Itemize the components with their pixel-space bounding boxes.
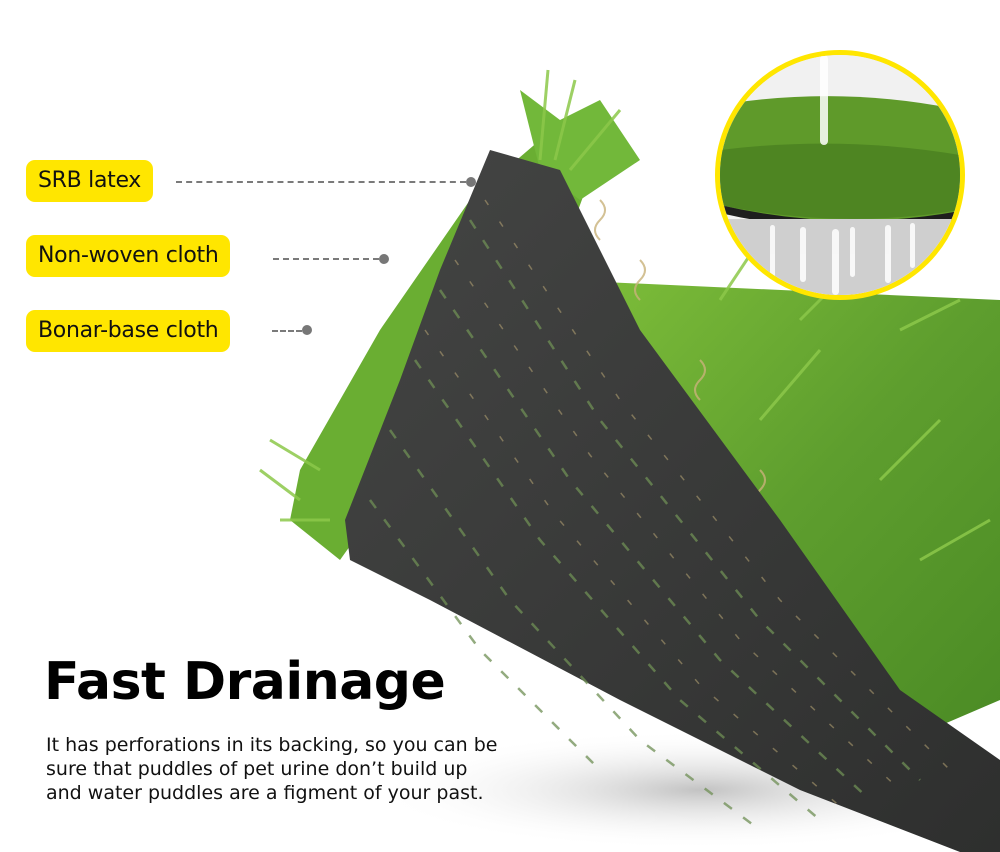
anchor-dot-bonar-base-cloth bbox=[302, 325, 312, 335]
leader-line-non-woven-cloth bbox=[273, 258, 379, 260]
description: It has perforations in its backing, so y… bbox=[46, 733, 586, 805]
label-text: Bonar-base cloth bbox=[38, 318, 219, 343]
label-non-woven-cloth: Non-woven cloth bbox=[26, 235, 231, 277]
label-bonar-base-cloth: Bonar-base cloth bbox=[26, 310, 231, 352]
water-drip-illustration bbox=[720, 55, 960, 295]
anchor-dot-non-woven-cloth bbox=[379, 254, 389, 264]
description-line: It has perforations in its backing, so y… bbox=[46, 734, 498, 756]
description-line: sure that puddles of pet urine don’t bui… bbox=[46, 758, 468, 780]
leader-line-srb-latex bbox=[176, 181, 466, 183]
label-text: SRB latex bbox=[38, 168, 142, 193]
drainage-inset-image bbox=[715, 50, 965, 300]
label-text: Non-woven cloth bbox=[38, 243, 219, 268]
label-srb-latex: SRB latex bbox=[26, 160, 154, 202]
leader-line-bonar-base-cloth bbox=[272, 330, 302, 332]
headline: Fast Drainage bbox=[44, 652, 446, 712]
anchor-dot-srb-latex bbox=[466, 177, 476, 187]
description-line: and water puddles are a figment of your … bbox=[46, 782, 484, 804]
